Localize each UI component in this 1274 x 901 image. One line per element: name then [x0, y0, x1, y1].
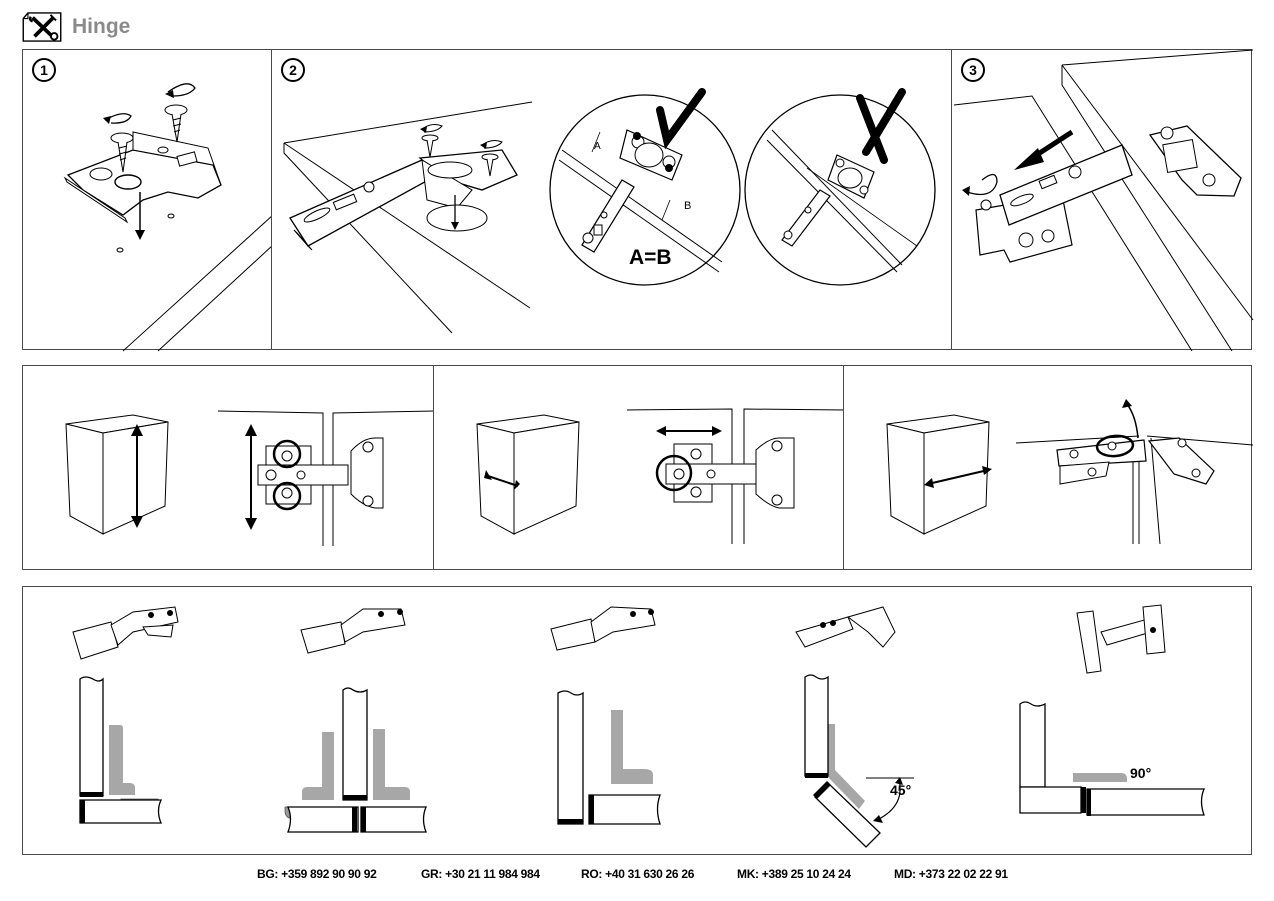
angle-90-label: 90°: [1130, 765, 1152, 781]
height-adjustment-panel: [22, 365, 436, 570]
step-number: 1: [32, 58, 56, 82]
hinge-types-illustration: [72, 604, 1205, 848]
step-1-panel: 1: [22, 49, 274, 352]
dimension-label-b: B: [684, 200, 692, 212]
depth-adjustment-panel: [843, 365, 1254, 570]
correct-alignment-detail: [549, 88, 741, 286]
tools-icon: [22, 12, 62, 42]
hinge-types-panel: 45° 90°: [22, 586, 1252, 855]
page-title: Hinge: [72, 15, 131, 38]
mounting-plate-illustration: [63, 83, 274, 352]
depth-adjustment-illustration: [886, 399, 1254, 545]
angle-45-label: 45°: [890, 782, 912, 798]
contact-ro: RO: +40 31 630 26 26: [581, 867, 695, 881]
contact-bg: BG: +359 892 90 90 92: [257, 867, 377, 881]
step-number: 2: [281, 58, 305, 82]
contact-gr: GR: +30 21 11 984 984: [421, 867, 540, 881]
attach-arm-illustration: [953, 49, 1254, 352]
contact-md: MD: +373 22 02 22 91: [894, 867, 1008, 881]
height-adjustment-illustration: [65, 410, 436, 546]
dimension-label-a: A: [594, 141, 601, 152]
step-3-panel: 3: [951, 49, 1254, 352]
step-2-panel: 2: [271, 49, 952, 350]
contact-mk: MK: +389 25 10 24 24: [737, 867, 851, 881]
step-number: 3: [961, 58, 985, 82]
hinge-cup-illustration: [283, 101, 533, 334]
alignment-rule-label: A=B: [629, 246, 672, 269]
side-adjustment-illustration: [476, 408, 846, 544]
wrong-alignment-detail: [744, 88, 936, 286]
side-adjustment-panel: [433, 365, 846, 570]
